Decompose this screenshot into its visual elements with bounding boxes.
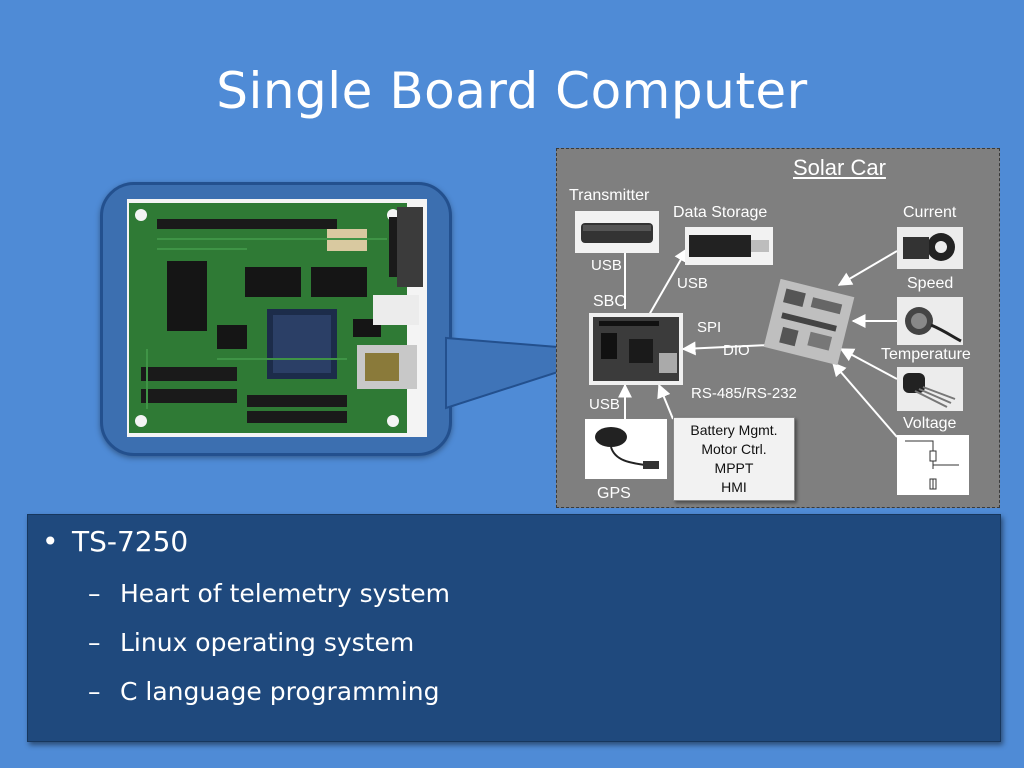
bullet-content-box: •TS-7250 –Heart of telemetry system –Lin… [27,514,1001,742]
dio-label: DIO [723,342,750,359]
sub-bullet-text: C language programming [120,677,440,706]
bullet-dot: • [42,525,59,558]
sensor-interface-board-icon [763,279,855,365]
voltage-label: Voltage [903,415,957,432]
sub-bullet-dash: – [88,579,101,608]
gps-receiver-icon [585,419,667,479]
usb-gps-label: USB [589,396,620,413]
slide-title: Single Board Computer [216,62,808,120]
transmitter-label: Transmitter [569,187,650,204]
sbc-label: SBC [593,293,626,310]
sbc-board-icon [589,313,683,385]
sub-bullet-3: –C language programming [88,677,439,706]
board-photo-frame [100,182,452,456]
sub-bullet-text: Heart of telemetry system [120,579,451,608]
voltage-divider-icon [897,435,969,495]
mppt-text: MPPT [714,460,754,476]
ts7250-board-image [127,199,427,437]
speed-sensor-icon [897,297,963,345]
sub-bullet-dash: – [88,677,101,706]
spi-label: SPI [697,319,722,336]
diagram-title: Solar Car [793,155,886,180]
hmi-text: HMI [721,479,747,495]
transmitter-icon [575,211,659,253]
sub-bullet-text: Linux operating system [120,628,415,657]
data-storage-label: Data Storage [673,204,768,221]
main-bullet: • TS-7250 [42,525,188,558]
battery-mgmt-text: Battery Mgmt. [690,422,778,438]
temperature-label: Temperature [881,346,971,363]
rs485-label: RS-485/RS-232 [691,385,797,402]
sub-bullet-1: –Heart of telemetry system [88,579,450,608]
sub-bullet-2: –Linux operating system [88,628,414,657]
speed-label: Speed [907,275,954,292]
sub-bullet-dash: – [88,628,101,657]
current-sensor-icon [897,227,963,269]
main-bullet-text: TS-7250 [72,525,189,558]
solar-car-diagram: Solar Car Transmitter USB Data Storage U… [556,148,1000,508]
temperature-sensor-icon [897,367,963,411]
usb-transmitter-label: USB [591,257,622,274]
motor-ctrl-text: Motor Ctrl. [701,441,767,457]
current-label: Current [903,204,957,221]
controller-functions-box: Battery Mgmt. Motor Ctrl. MPPT HMI [673,417,795,501]
usb-storage-label: USB [677,275,708,292]
usb-drive-icon [685,227,773,265]
gps-label: GPS [597,485,631,502]
